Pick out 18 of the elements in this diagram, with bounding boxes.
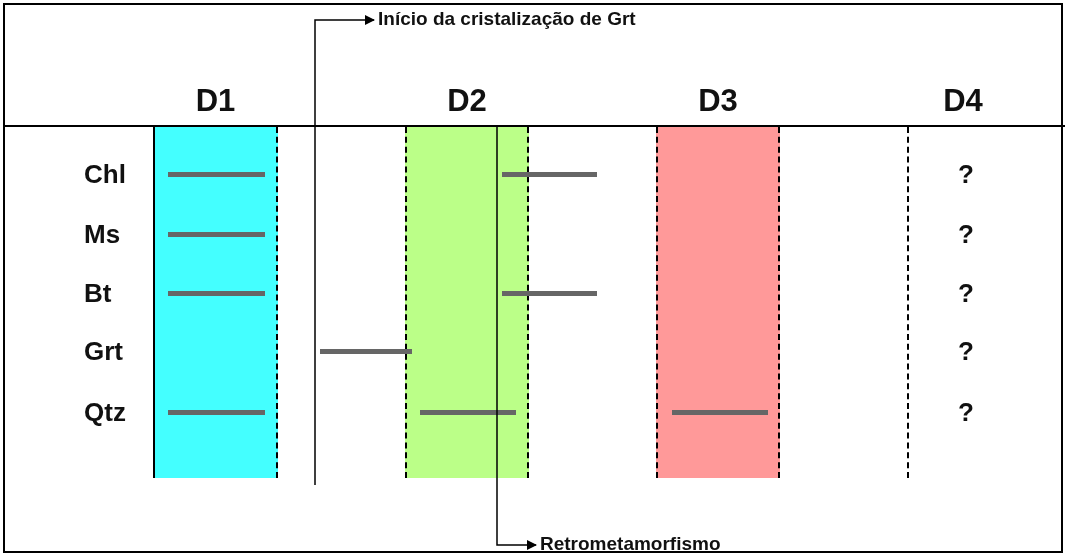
unknown-mark: ? bbox=[958, 278, 974, 308]
mineral-name: Ms bbox=[84, 219, 121, 249]
arrow bbox=[314, 15, 375, 486]
phase-heading: D2 bbox=[446, 82, 488, 120]
annotation-text: Retrometamorfismo bbox=[540, 533, 721, 555]
phase-heading: D3 bbox=[697, 82, 739, 120]
unknown-mark: ? bbox=[958, 219, 974, 249]
mineral-name: Qtz bbox=[84, 397, 126, 427]
mineral-name: Grt bbox=[84, 336, 123, 366]
unknown-mark: ? bbox=[958, 159, 974, 189]
mineral-name: Chl bbox=[84, 159, 126, 189]
unknown-mark: ? bbox=[958, 336, 974, 366]
mineral-name: Bt bbox=[84, 278, 112, 308]
annotation-text: Início da cristalização de Grt bbox=[378, 8, 636, 30]
unknown-mark: ? bbox=[958, 397, 974, 427]
phase-heading: D1 bbox=[194, 82, 237, 120]
arrow bbox=[496, 126, 537, 550]
phase-heading: D4 bbox=[942, 82, 984, 120]
